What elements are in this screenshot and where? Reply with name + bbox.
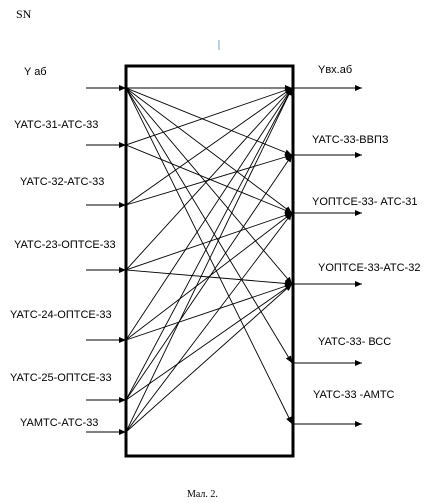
connection-2-1 — [125, 87, 293, 146]
connection-arrow — [285, 213, 292, 221]
input-label: YATC-31-ATC-33 — [14, 119, 98, 131]
connection-3-2 — [125, 154, 293, 206]
input-label: YAMTC-ATC-33 — [20, 417, 98, 429]
output-arrow — [355, 85, 362, 91]
connection-line — [125, 283, 293, 341]
connection-arrow — [285, 155, 292, 163]
connection-lines — [125, 85, 293, 433]
connection-6-2 — [125, 154, 293, 401]
input-arrow — [119, 202, 126, 208]
connection-line — [125, 283, 293, 401]
connection-arrow — [285, 355, 292, 363]
connection-line — [125, 87, 293, 214]
input-arrow — [119, 397, 126, 403]
output-arrow — [355, 360, 362, 366]
connection-1-4 — [125, 87, 293, 285]
output-arrow — [355, 281, 362, 287]
connection-line — [125, 87, 293, 341]
input-arrow — [119, 142, 126, 148]
connection-line — [125, 87, 293, 433]
connection-6-1 — [125, 87, 293, 401]
connection-5-4 — [125, 283, 293, 341]
output-arrow — [355, 152, 362, 158]
input-line-5: YATC-24-ОПТСЕ-33 — [10, 309, 126, 343]
output-line-5: YATC-33- ВСС — [292, 336, 391, 366]
input-label: YATC-32-ATC-33 — [20, 176, 104, 188]
output-line-4: YОПТСЕ-33-ATC-32 — [292, 262, 420, 287]
connection-arrow — [284, 154, 292, 160]
connection-line — [125, 87, 293, 401]
connection-4-3 — [125, 212, 293, 271]
connection-arrow — [285, 276, 292, 284]
input-arrow — [119, 337, 126, 343]
connection-line — [125, 87, 293, 206]
input-label: YATC-24-ОПТСЕ-33 — [10, 309, 112, 321]
connection-1-6 — [125, 87, 293, 425]
connection-line — [125, 212, 293, 433]
input-group: Y аб YATC-31-ATC-33YATC-32-ATC-33YATC-23-… — [10, 66, 126, 435]
output-label: YATC-33 -AMTC — [313, 389, 395, 401]
output-label: Yвх.аб — [318, 64, 352, 76]
connection-line — [125, 87, 293, 146]
connection-4-1 — [125, 87, 293, 271]
connection-7-1 — [125, 87, 293, 433]
connection-line — [125, 212, 293, 341]
input-line-4: YATC-23-ОПТСЕ-33 — [14, 239, 126, 273]
connection-line — [125, 154, 293, 401]
switch-block — [124, 64, 295, 458]
connection-arrow — [284, 207, 292, 214]
output-label: YATC-33-ВВПЗ — [312, 134, 389, 146]
connection-arrow — [284, 149, 292, 156]
connection-line — [125, 87, 293, 285]
input-line-7: YAMTC-ATC-33 — [20, 417, 126, 435]
connection-line — [125, 87, 293, 425]
output-line-6: YATC-33 -AMTC — [292, 389, 395, 427]
input-line-6: YATC-25-ОПТСЕ-33 — [10, 372, 126, 403]
output-arrow — [355, 210, 362, 216]
connection-line — [125, 212, 293, 271]
connection-3-1 — [125, 87, 293, 206]
connection-line — [125, 87, 293, 156]
connection-arrow — [286, 88, 292, 96]
output-arrow — [355, 421, 362, 427]
output-label: YATC-33- ВСС — [318, 336, 391, 348]
output-label: YОПТСЕ-33- ATC-31 — [312, 196, 418, 208]
diagram-title: SN — [16, 7, 32, 21]
figure-caption: Мал. 2. — [187, 489, 218, 500]
connection-line — [125, 154, 293, 206]
input-line-2: YATC-31-ATC-33 — [14, 119, 126, 148]
input-line-3: YATC-32-ATC-33 — [20, 176, 126, 208]
connection-arrow — [284, 284, 292, 291]
input-line-1: Y аб — [24, 66, 126, 91]
connection-line — [125, 87, 293, 364]
connection-line — [125, 87, 293, 271]
output-label: YОПТСЕ-33-ATC-32 — [318, 262, 420, 274]
input-arrow — [119, 85, 126, 91]
output-line-1: Yвх.аб — [292, 64, 362, 91]
connection-line — [125, 283, 293, 433]
connection-1-2 — [125, 87, 293, 156]
output-line-3: YОПТСЕ-33- ATC-31 — [292, 196, 418, 216]
input-arrow — [119, 267, 126, 273]
connection-7-3 — [125, 212, 293, 433]
input-label: Y аб — [24, 66, 47, 78]
connection-7-4 — [125, 283, 293, 433]
input-label: YATC-23-ОПТСЕ-33 — [14, 239, 116, 251]
output-line-2: YATC-33-ВВПЗ — [292, 134, 389, 158]
connection-1-1 — [126, 85, 292, 91]
connection-1-3 — [125, 87, 293, 214]
input-label: YATC-25-ОПТСЕ-33 — [10, 372, 112, 384]
connection-5-1 — [125, 87, 293, 341]
connection-1-5 — [125, 87, 293, 364]
connection-arrow — [286, 416, 292, 424]
input-arrow — [119, 429, 126, 435]
